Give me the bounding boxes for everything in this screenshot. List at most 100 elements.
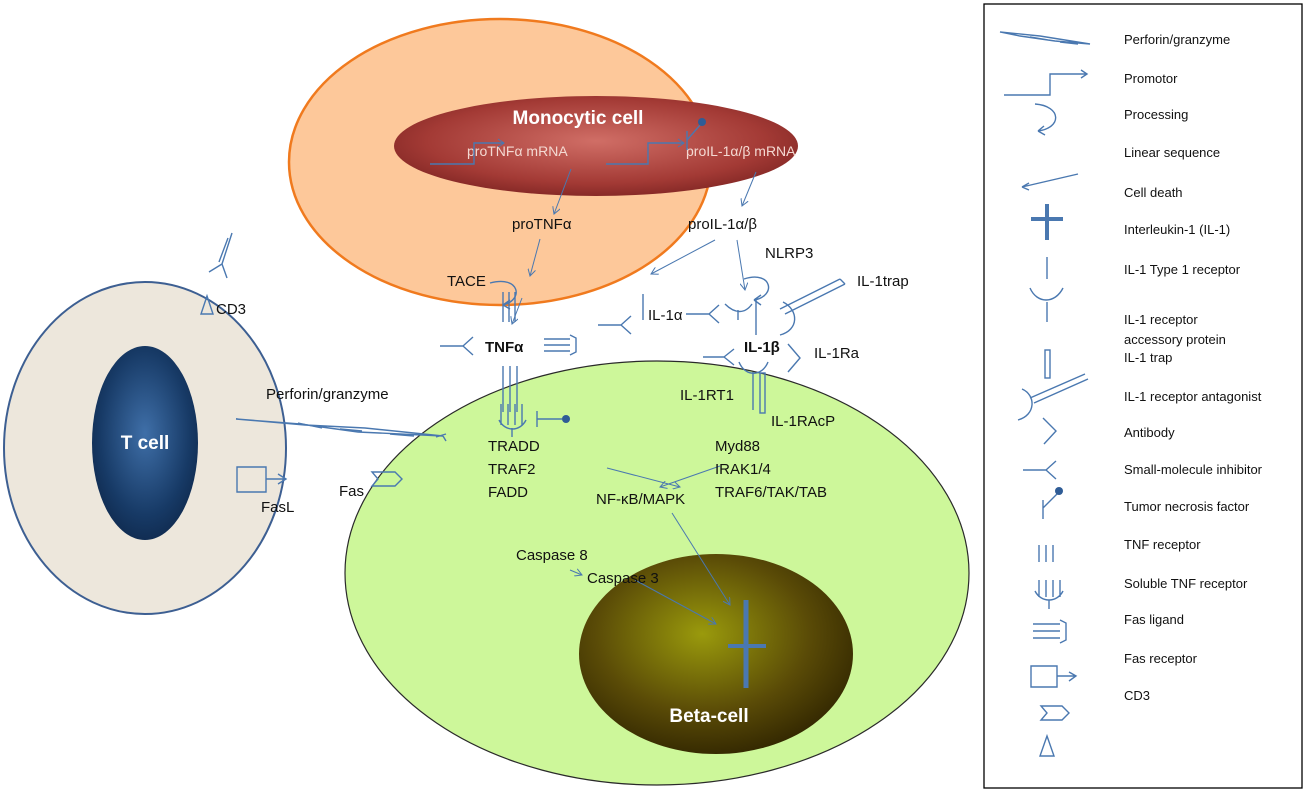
linear-sequence-icon <box>1021 173 1079 191</box>
cd3-icon <box>200 293 214 315</box>
protnf-mrna-label: proTNFα mRNA <box>467 143 568 159</box>
nlrp3-label: NLRP3 <box>765 245 813 262</box>
legend-label: Perforin/granzyme <box>1124 32 1230 47</box>
il1-receptor-icon <box>1029 287 1064 322</box>
il1rt1-label: IL-1RT1 <box>680 387 734 404</box>
legend-item: Interleukin-1 (IL-1) <box>1046 222 1230 279</box>
antibody-icon <box>1023 460 1057 480</box>
beta-cell: Beta-cell <box>344 360 970 786</box>
legend-item: Processing <box>1034 103 1188 136</box>
fas-ligand-icon <box>1030 665 1078 688</box>
legend-label: IL-1 receptor antagonist <box>1124 389 1262 404</box>
cell-death-icon <box>1031 204 1063 240</box>
il1-trap-icon <box>779 278 846 336</box>
perforin-label: Perforin/granzyme <box>266 386 389 403</box>
fas-receptor-icon <box>370 471 403 487</box>
legend-item: Small-molecule inhibitor <box>1042 462 1263 519</box>
legend-item: IL-1 receptor antagonist <box>1042 389 1262 445</box>
tradd-label: TRADD <box>488 438 540 455</box>
il1-accessory-icon <box>759 372 766 414</box>
legend-item: TNF receptor <box>1034 537 1201 609</box>
legend-label: accessory protein <box>1124 332 1226 347</box>
proil1-mrna-label: proIL-1α/β mRNA <box>686 143 796 159</box>
legend-item: Tumor necrosis factor <box>1038 499 1250 562</box>
cd3-label: CD3 <box>216 301 246 318</box>
legend-label: Soluble TNF receptor <box>1124 576 1248 591</box>
casp3-label: Caspase 3 <box>587 570 659 587</box>
legend-label: Cell death <box>1124 185 1183 200</box>
inhibitor-icon <box>1042 487 1063 519</box>
beta-cell-title: Beta-cell <box>669 706 748 727</box>
fadd-label: FADD <box>488 484 528 501</box>
legend-label: IL-1 Type 1 receptor <box>1124 262 1241 277</box>
legend-label: Tumor necrosis factor <box>1124 499 1250 514</box>
soluble-tnf-receptor-icon <box>544 334 577 356</box>
il1-receptor-icon <box>738 361 769 410</box>
traf2-label: TRAF2 <box>488 461 536 478</box>
casp8-label: Caspase 8 <box>516 547 588 564</box>
il1a-label: IL-1α <box>648 307 683 324</box>
il1-trap-icon <box>1017 373 1089 421</box>
promotor-icon <box>430 138 505 165</box>
myd88-label: Myd88 <box>715 438 760 455</box>
il1racp-label: IL-1RAcP <box>771 413 835 430</box>
legend-label: Fas ligand <box>1124 612 1184 627</box>
fas-ligand-icon <box>236 466 288 493</box>
legend-label: Promotor <box>1124 71 1178 86</box>
t-cell-nucleus <box>92 346 198 540</box>
legend-item: Perforin/granzyme <box>999 31 1230 47</box>
il1-antagonist-icon <box>787 343 801 373</box>
proil1-label: proIL-1α/β <box>688 216 757 233</box>
t-cell: T cell <box>3 281 287 615</box>
tnf-receptor-icon <box>1034 580 1064 609</box>
tnfa-label: TNFα <box>485 339 524 356</box>
il1ra-label: IL-1Ra <box>814 345 860 362</box>
antibody-icon <box>598 315 632 335</box>
legend-item: IL-1 receptor accessory protein <box>1044 312 1226 379</box>
antibody-icon <box>208 232 233 279</box>
pathway-arrows <box>512 168 757 624</box>
legend-item: CD3 <box>1039 688 1150 757</box>
legend-label: TNF receptor <box>1124 537 1201 552</box>
legend-label: IL-1 receptor <box>1124 312 1198 327</box>
il1-antagonist-icon <box>1042 417 1057 445</box>
perforin-granzyme-icon <box>235 418 447 442</box>
legend-label: Linear sequence <box>1124 145 1220 160</box>
legend-item: Promotor <box>1004 69 1178 96</box>
protnf-label: proTNFα <box>512 216 572 233</box>
legend-item: IL-1 Type 1 receptor <box>1029 262 1241 322</box>
antibody-icon <box>686 304 720 324</box>
legend-item: IL-1 trap <box>1017 350 1172 421</box>
legend-item: Fas receptor <box>1039 651 1198 721</box>
legend-label: CD3 <box>1124 688 1150 703</box>
tnf-receptor-icon <box>498 404 527 437</box>
legend-label: IL-1 trap <box>1124 350 1172 365</box>
legend-item: Soluble TNF receptor <box>1033 576 1248 644</box>
nfkb-label: NF-κB/MAPK <box>596 491 685 508</box>
legend-label: Fas receptor <box>1124 651 1198 666</box>
legend-label: Interleukin-1 (IL-1) <box>1124 222 1230 237</box>
il1b-label: IL-1β <box>744 339 780 356</box>
tnf-icon <box>502 366 518 412</box>
il1-accessory-icon <box>1044 349 1051 379</box>
beta-cell-nucleus <box>579 554 853 754</box>
il1trap-label: IL-1trap <box>857 273 909 290</box>
monocytic-cell-title: Monocytic cell <box>513 108 644 129</box>
soluble-tnf-receptor-icon <box>1033 619 1067 644</box>
legend-label: Small-molecule inhibitor <box>1124 462 1263 477</box>
tnf-icon <box>502 292 516 322</box>
tnf-icon <box>1038 545 1054 562</box>
cd3-icon <box>1039 733 1055 757</box>
legend-item: Fas ligand <box>1030 612 1184 688</box>
legend-item: Antibody <box>1023 425 1175 480</box>
traf6-label: TRAF6/TAK/TAB <box>715 484 827 501</box>
inhibitor-icon <box>536 411 570 427</box>
legend-label: Processing <box>1124 107 1188 122</box>
processing-icon <box>1034 103 1057 136</box>
tace-label: TACE <box>447 273 486 290</box>
monocytic-cell-nucleus <box>394 96 798 196</box>
fasl-label: FasL <box>261 499 294 516</box>
perforin-granzyme-icon <box>999 31 1091 45</box>
legend-label: Antibody <box>1124 425 1175 440</box>
